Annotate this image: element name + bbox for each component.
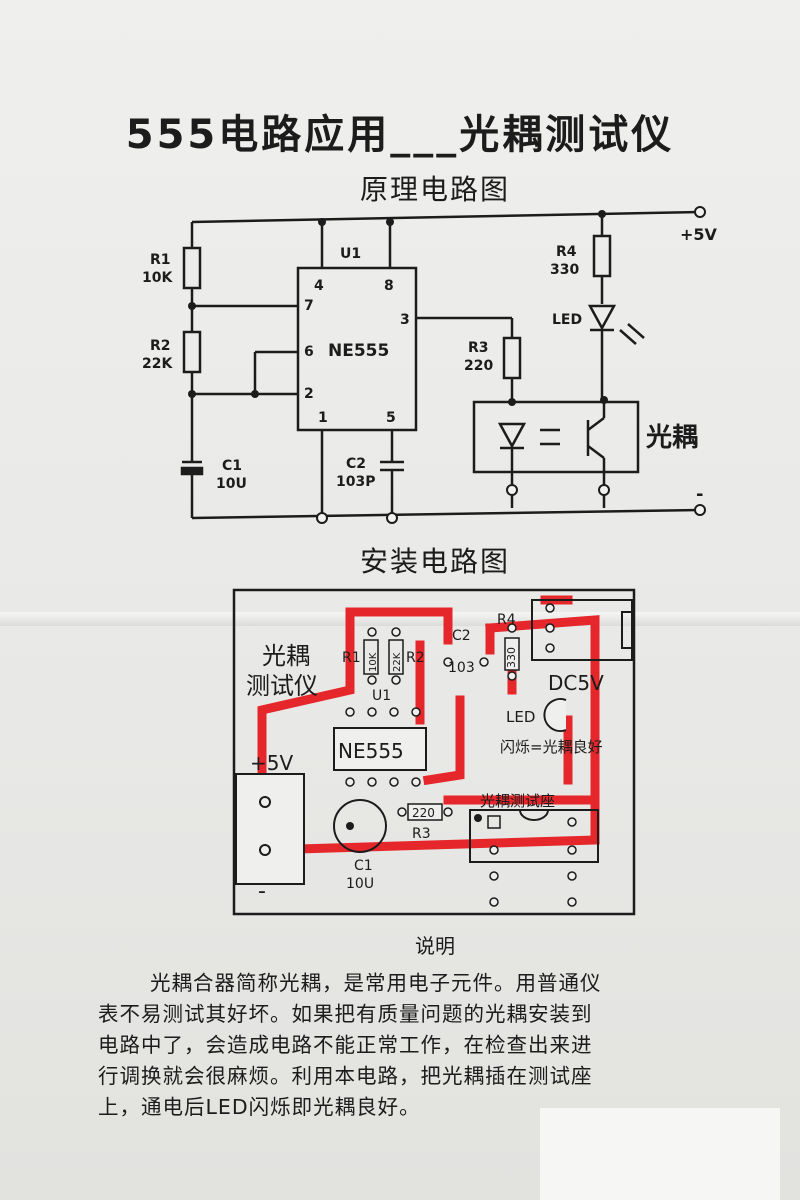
assembly-chip: NE555 [338, 739, 404, 763]
pin-3-label: 3 [400, 312, 410, 328]
board-title-line2: 测试仪 [246, 672, 318, 700]
assembly-c2: C2 [452, 628, 471, 644]
assembly-gnd: - [258, 879, 266, 904]
assembly-diagram: 光耦 测试仪 R1 R2 C2 103 R4 330 10K 22K U1 NE… [232, 588, 636, 916]
optocoupler-label: 光耦 [645, 423, 698, 453]
pin-2-label: 2 [304, 386, 314, 402]
pin-1-label: 1 [318, 410, 328, 426]
assembly-r2-value: 22K [392, 652, 403, 672]
c2-ref: C2 [346, 456, 366, 472]
assembly-u1: U1 [372, 688, 391, 704]
assembly-r4: R4 [497, 612, 516, 628]
chip-ref-label: U1 [340, 246, 361, 262]
paper-highlight [540, 1108, 780, 1200]
explanation-paragraph: 光耦合器简称光耦，是常用电子元件。用普通仪 表不易测试其好坏。如果把有质量问题的… [98, 968, 798, 1123]
explanation-line-3: 电路中了，会造成电路不能正常工作，在检查出来进 [98, 1033, 593, 1057]
assembly-r3-value: 220 [412, 806, 435, 820]
explanation-line-1: 光耦合器简称光耦，是常用电子元件。用普通仪 [150, 971, 602, 995]
schematic-heading: 原理电路图 [359, 173, 510, 206]
chip-name-label: NE555 [328, 341, 389, 361]
pin-8-label: 8 [384, 278, 394, 294]
c1-value: 10U [216, 476, 247, 492]
pin-6-label: 6 [304, 344, 314, 360]
assembly-socket: 光耦测试座 [480, 792, 555, 810]
explanation-heading: 说明 [415, 934, 455, 958]
assembly-r4-value: 330 [505, 647, 518, 668]
c2-value: 103P [336, 474, 375, 490]
pin-5-label: 5 [386, 410, 396, 426]
gnd-label: - [696, 484, 703, 505]
assembly-r3: R3 [412, 826, 431, 842]
explanation-line-5: 上，通电后LED闪烁即光耦良好。 [98, 1095, 421, 1119]
assembly-r2: R2 [406, 650, 425, 666]
r3-value: 220 [464, 358, 493, 374]
pin-4-label: 4 [314, 278, 324, 294]
r1-ref: R1 [150, 252, 171, 268]
assembly-r1-value: 10K [368, 652, 379, 672]
assembly-vcc: +5V [250, 751, 293, 775]
r3-ref: R3 [468, 340, 489, 356]
r2-ref: R2 [150, 338, 171, 354]
paper-fold [0, 612, 800, 626]
assembly-led: LED [506, 708, 535, 726]
r2-value: 22K [142, 356, 173, 372]
assembly-c1: C1 [354, 858, 373, 874]
schematic-diagram: U1 4 8 7 3 6 2 1 5 NE555 R1 10K R2 22K C… [142, 206, 718, 524]
assembly-r1: R1 [342, 650, 361, 666]
r4-ref: R4 [556, 244, 577, 260]
led-label: LED [552, 312, 582, 328]
r4-value: 330 [550, 262, 579, 278]
assembly-dc: DC5V [548, 671, 604, 695]
vcc-label: +5V [680, 225, 718, 244]
explanation-line-4: 行调换就会很麻烦。利用本电路，把光耦插在测试座 [98, 1064, 593, 1088]
board-title-line1: 光耦 [262, 642, 310, 670]
assembly-c1-value: 10U [346, 876, 374, 892]
c1-ref: C1 [222, 458, 242, 474]
assembly-c2-value: 103 [448, 660, 475, 676]
assembly-led-note: 闪烁=光耦良好 [500, 738, 603, 756]
pin-7-label: 7 [304, 298, 314, 314]
assembly-heading: 安装电路图 [359, 545, 510, 578]
r1-value: 10K [142, 270, 173, 286]
page-title: 555电路应用___光耦测试仪 [125, 112, 675, 158]
explanation-line-2: 表不易测试其好坏。如果把有质量问题的光耦安装到 [98, 1002, 593, 1026]
